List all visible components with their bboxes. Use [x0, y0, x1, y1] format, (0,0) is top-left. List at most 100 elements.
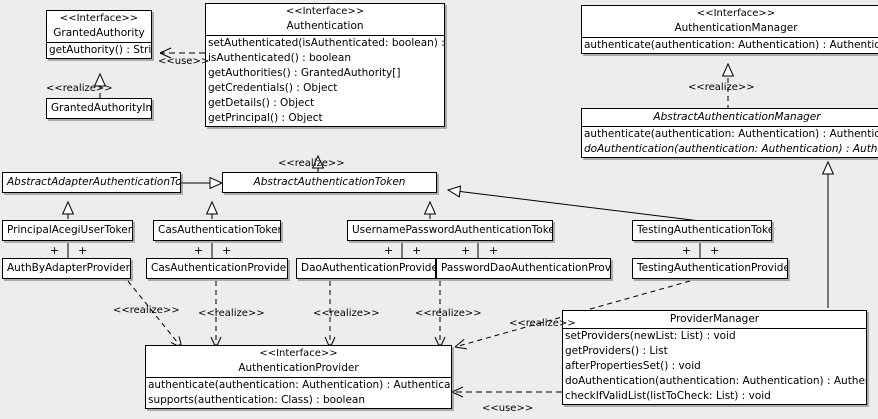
stereotype-label: <<Interface>>: [696, 8, 776, 19]
class-header: DaoAuthenticationProvider: [297, 259, 435, 278]
class-cas-authentication-token[interactable]: CasAuthenticationToken: [153, 220, 281, 241]
class-cas-authentication-provider[interactable]: CasAuthenticationProvider: [146, 258, 288, 279]
class-header: GrantedAuthorityImpl: [47, 99, 151, 118]
class-dao-authentication-provider[interactable]: DaoAuthenticationProvider: [296, 258, 436, 279]
multiplicity-marker: +: [489, 244, 499, 257]
class-testing-authentication-provider[interactable]: TestingAuthenticationProvider: [632, 258, 788, 279]
multiplicity-marker: +: [194, 244, 204, 257]
label-realize-dao-provider: <<realize>>: [313, 308, 380, 319]
class-principal-acegi-user-token[interactable]: PrincipalAcegiUserToken: [2, 220, 133, 241]
class-provider-manager[interactable]: ProviderManager setProviders(newList: Li…: [562, 310, 867, 405]
class-header: AbstractAdapterAuthenticationToken: [3, 173, 180, 192]
operation-row-abstract: doAuthentication(authentication: Authent…: [584, 143, 878, 155]
class-name: AbstractAuthenticationManager: [653, 111, 821, 123]
class-header: PrincipalAcegiUserToken: [3, 221, 132, 240]
operations-compartment: setAuthenticated(isAuthenticated: boolea…: [206, 36, 444, 126]
class-header: ProviderManager: [563, 311, 866, 328]
class-authentication[interactable]: <<Interface>> Authentication setAuthenti…: [205, 3, 445, 127]
multiplicity-marker: +: [50, 244, 60, 257]
class-abstract-adapter-authentication-token[interactable]: AbstractAdapterAuthenticationToken: [2, 172, 181, 193]
multiplicity-marker: +: [412, 244, 422, 257]
operation-row: getAuthority() : String: [49, 44, 152, 56]
class-authentication-provider[interactable]: <<Interface>> AuthenticationProvider aut…: [145, 345, 452, 409]
class-name: UsernamePasswordAuthenticationToken: [352, 224, 553, 236]
operations-compartment: authenticate(authentication: Authenticat…: [582, 38, 878, 53]
class-name: AuthenticationManager: [674, 22, 798, 34]
multiplicity-marker: +: [461, 244, 471, 257]
operation-row: getPrincipal() : Object: [208, 112, 323, 124]
compartment-divider: [563, 328, 866, 329]
operation-row: checkIfValidList(listToCheck: List) : vo…: [565, 390, 771, 402]
class-username-password-authentication-token[interactable]: UsernamePasswordAuthenticationToken: [347, 220, 553, 241]
class-name: GrantedAuthority: [53, 27, 145, 39]
class-name: CasAuthenticationProvider: [151, 262, 288, 274]
label-realize-auth-by-adapter: <<realize>>: [113, 305, 180, 316]
multiplicity-marker: +: [222, 244, 232, 257]
class-header: TestingAuthenticationToken: [633, 221, 771, 240]
label-realize-provider-manager: <<realize>>: [509, 318, 576, 329]
multiplicity-marker: +: [710, 244, 720, 257]
label-realize-cas-provider: <<realize>>: [198, 308, 265, 319]
multiplicity-marker: +: [78, 244, 88, 257]
class-auth-by-adapter-provider[interactable]: AuthByAdapterProvider: [2, 258, 131, 279]
operation-row: doAuthentication(authentication: Authent…: [565, 375, 866, 387]
class-header: UsernamePasswordAuthenticationToken: [348, 221, 552, 240]
compartment-divider: [206, 35, 444, 36]
label-use-provider-manager: <<use>>: [482, 403, 534, 414]
compartment-divider: [582, 37, 878, 38]
class-header: AbstractAuthenticationManager: [582, 109, 878, 126]
multiplicity-marker: +: [682, 244, 692, 257]
multiplicity-marker: +: [384, 244, 394, 257]
class-header: <<Interface>> GrantedAuthority: [47, 11, 151, 42]
class-header: AbstractAuthenticationToken: [223, 173, 436, 192]
class-name: CasAuthenticationToken: [158, 224, 281, 236]
class-name: DaoAuthenticationProvider: [301, 262, 436, 274]
class-header: <<Interface>> Authentication: [206, 4, 444, 35]
class-name: AuthenticationProvider: [238, 362, 359, 374]
label-realize-granted-authority-impl: <<realize>>: [46, 83, 113, 94]
class-abstract-authentication-token[interactable]: AbstractAuthenticationToken: [222, 172, 437, 193]
operation-row: authenticate(authentication: Authenticat…: [584, 39, 878, 51]
class-name: PrincipalAcegiUserToken: [7, 224, 133, 236]
class-name: TestingAuthenticationToken: [637, 224, 772, 236]
class-password-dao-authentication-provider[interactable]: PasswordDaoAuthenticationProvider: [436, 258, 611, 279]
class-header: <<Interface>> AuthenticationManager: [582, 6, 878, 37]
stereotype-label: <<Interface>>: [59, 13, 139, 24]
class-name: AuthByAdapterProvider: [7, 262, 130, 274]
class-name: GrantedAuthorityImpl: [51, 102, 151, 114]
operation-row: isAuthenticated() : boolean: [208, 52, 351, 64]
class-header: TestingAuthenticationProvider: [633, 259, 787, 278]
label-realize-abstract-authentication-manager: <<realize>>: [688, 82, 755, 93]
operation-row: authenticate(authentication: Authenticat…: [584, 128, 878, 140]
class-name: ProviderManager: [669, 313, 760, 325]
class-name: AbstractAdapterAuthenticationToken: [7, 176, 181, 188]
operation-row: setAuthenticated(isAuthenticated: boolea…: [208, 37, 445, 49]
operation-row: getDetails() : Object: [208, 97, 315, 109]
operation-row: supports(authentication: Class) : boolea…: [148, 394, 365, 406]
operation-row: setProviders(newList: List) : void: [565, 330, 736, 342]
class-granted-authority-impl[interactable]: GrantedAuthorityImpl: [46, 98, 152, 119]
label-realize-abstract-authentication-token: <<realize>>: [278, 158, 345, 169]
compartment-divider: [47, 42, 151, 43]
operations-compartment: setProviders(newList: List) : void getPr…: [563, 329, 866, 404]
compartment-divider: [146, 377, 451, 378]
class-header: CasAuthenticationProvider: [147, 259, 287, 278]
class-granted-authority[interactable]: <<Interface>> GrantedAuthority getAuthor…: [46, 10, 152, 59]
class-authentication-manager[interactable]: <<Interface>> AuthenticationManager auth…: [581, 5, 878, 54]
stereotype-label: <<Interface>>: [259, 348, 338, 359]
class-testing-authentication-token[interactable]: TestingAuthenticationToken: [632, 220, 772, 241]
label-realize-password-dao-provider: <<realize>>: [415, 308, 482, 319]
class-abstract-authentication-manager[interactable]: AbstractAuthenticationManager authentica…: [581, 108, 878, 158]
operations-compartment: authenticate(authentication: Authenticat…: [582, 127, 878, 157]
class-name: TestingAuthenticationProvider: [637, 262, 788, 274]
class-header: PasswordDaoAuthenticationProvider: [437, 259, 610, 278]
operation-row: getAuthorities() : GrantedAuthority[]: [208, 67, 401, 79]
class-header: CasAuthenticationToken: [154, 221, 280, 240]
operation-row: getProviders() : List: [565, 345, 668, 357]
label-use-granted-authority: <<use>>: [158, 56, 210, 67]
operation-row: afterPropertiesSet() : void: [565, 360, 701, 372]
class-name: AbstractAuthenticationToken: [253, 176, 406, 188]
class-header: <<Interface>> AuthenticationProvider: [146, 346, 451, 377]
class-header: AuthByAdapterProvider: [3, 259, 130, 278]
